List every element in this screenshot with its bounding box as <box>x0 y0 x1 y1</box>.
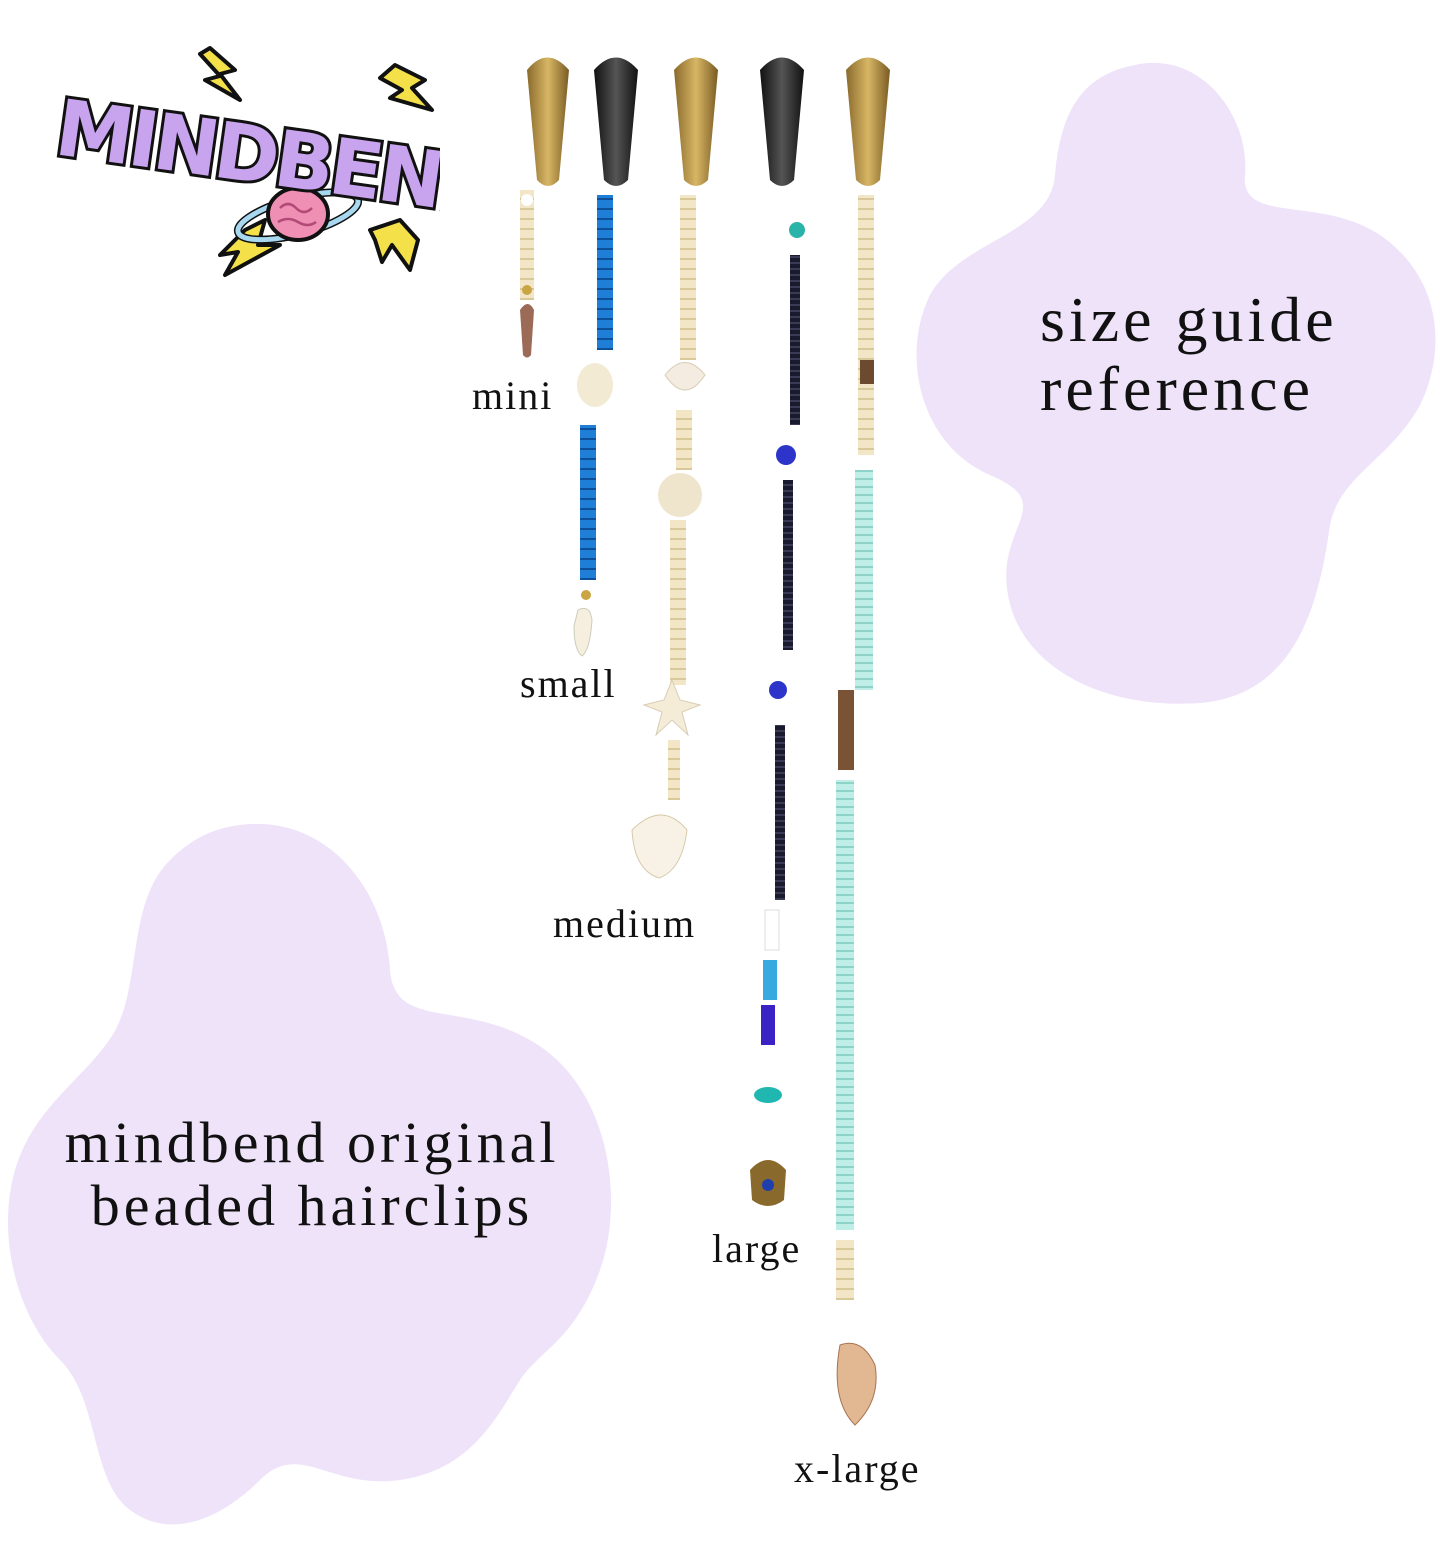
lightning-bolt-icon <box>368 218 420 272</box>
headline-product-line1: mindbend original <box>64 1110 560 1175</box>
lightning-bolt-icon <box>378 63 434 112</box>
evil-eye-bead <box>776 445 796 465</box>
headline-product: mindbend original beaded hairclips <box>52 1110 572 1238</box>
headline-product-line2: beaded hairclips <box>90 1172 534 1238</box>
brain-planet-icon <box>233 186 363 244</box>
lightning-bolt-icon <box>218 218 282 277</box>
mindbend-logo: MINDBEND <box>40 40 509 290</box>
size-label-medium: medium <box>553 901 697 946</box>
size-label-x-large: x-large <box>794 1446 921 1491</box>
hairclip-medium <box>631 57 718 879</box>
headline-size-guide-line1: size guide <box>1040 284 1338 355</box>
size-label-mini: mini <box>472 373 554 418</box>
starfish-charm <box>642 678 702 737</box>
blob-top-right <box>916 62 1436 704</box>
hairclip-x-large <box>836 57 890 1426</box>
hairclip-mini <box>520 57 569 358</box>
evil-eye-bead <box>769 681 787 699</box>
shell-charm <box>520 304 534 358</box>
hairclip-large <box>750 57 805 1206</box>
headline-size-guide-line2: reference <box>1040 353 1314 425</box>
size-label-large: large <box>712 1226 802 1271</box>
shell-charm <box>631 814 688 879</box>
blob-bottom-left <box>7 823 612 1525</box>
size-label-small: small <box>520 661 617 706</box>
cowrie-charm <box>573 607 593 657</box>
conch-shell-charm <box>836 1342 877 1426</box>
hairclip-small <box>573 57 638 657</box>
headline-size-guide: size guide reference <box>1040 285 1338 423</box>
lightning-bolt-icon <box>198 46 242 102</box>
